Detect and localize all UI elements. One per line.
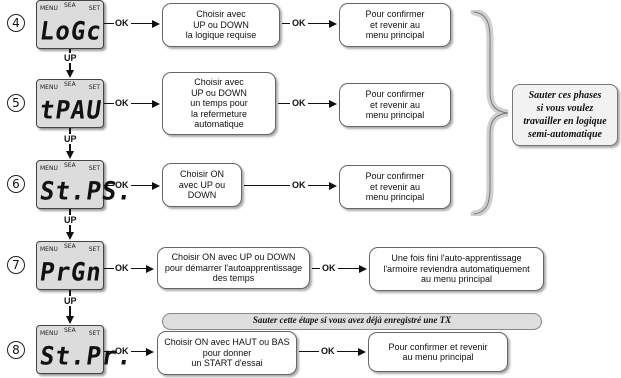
arrow-down-icon: [66, 232, 74, 240]
grouping-brace: [470, 10, 509, 216]
result-box: Pour confirmer et revenir au menu princi…: [339, 3, 451, 47]
connector-line: [308, 185, 330, 187]
arrow-right-icon: [146, 265, 154, 273]
lcd-display: MENU SEA SET St.Pr.: [36, 325, 135, 374]
ok-label: OK: [115, 18, 129, 28]
step-number: 6: [7, 175, 25, 193]
up-label: UP: [64, 134, 77, 144]
up-label: UP: [64, 53, 77, 63]
set-label: SET: [88, 84, 100, 91]
lcd-code: St.PS.: [38, 176, 135, 206]
up-label: UP: [64, 215, 77, 225]
ok-label: OK: [292, 98, 306, 108]
arrow-down-icon: [66, 70, 74, 78]
connector-line: [312, 268, 320, 270]
connector-line: [299, 351, 319, 353]
sea-label: SEA: [64, 162, 76, 169]
result-box: Pour confirmer et revenir au menu princi…: [368, 332, 508, 372]
menu-label: MENU: [40, 5, 58, 12]
connector-line: [131, 268, 147, 270]
arrow-right-icon: [329, 182, 337, 190]
connector-line: [338, 268, 360, 270]
connector-line: [131, 351, 147, 353]
sea-label: SEA: [64, 243, 76, 250]
arrow-down-icon: [66, 151, 74, 159]
arrow-right-icon: [152, 20, 160, 28]
choice-box: Choisir ON avec HAUT ou BAS pour donner …: [157, 331, 297, 375]
lcd-code: LoGc: [38, 16, 104, 46]
connector-line: [278, 103, 290, 105]
ok-label: OK: [115, 263, 129, 273]
lcd-code: tPAU: [38, 95, 104, 125]
lcd-display: MENU SEA SET tPAU: [36, 79, 104, 128]
choice-box: Choisir avec UP ou DOWN la logique requi…: [162, 3, 280, 47]
arrow-right-icon: [152, 100, 160, 108]
step-number: 4: [7, 14, 25, 32]
menu-label: MENU: [40, 330, 58, 337]
connector-line: [337, 351, 359, 353]
set-label: SET: [88, 165, 100, 172]
lcd-display: MENU SEA SET St.PS.: [36, 160, 135, 209]
arrow-right-icon: [359, 265, 367, 273]
result-box: Une fois fini l'auto-apprentissage l'arm…: [369, 247, 544, 291]
step-number: 8: [7, 341, 25, 359]
menu-label: MENU: [40, 84, 58, 91]
connector-line: [308, 103, 330, 105]
arrow-right-icon: [152, 182, 160, 190]
ok-label: OK: [115, 98, 129, 108]
sea-label: SEA: [64, 327, 76, 334]
ok-label: OK: [321, 346, 335, 356]
lcd-display: MENU SEA SET LoGc: [36, 0, 104, 49]
result-box: Pour confirmer et revenir au menu princi…: [339, 165, 451, 209]
ok-label: OK: [292, 18, 306, 28]
connector-line: [131, 103, 153, 105]
arrow-right-icon: [329, 20, 337, 28]
skip-step-banner: Sauter cette étape si vous avez déjà enr…: [162, 313, 542, 330]
choice-box: Choisir avec UP ou DOWN un temps pour la…: [162, 72, 276, 135]
sea-label: SEA: [64, 81, 76, 88]
ok-label: OK: [322, 263, 336, 273]
lcd-code: PrGn: [38, 257, 104, 287]
set-label: SET: [88, 5, 100, 12]
arrow-right-icon: [146, 348, 154, 356]
choice-box: Choisir ON avec UP ou DOWN pour démarrer…: [157, 247, 310, 289]
connector-line: [104, 185, 114, 187]
set-label: SET: [88, 246, 100, 253]
choice-box: Choisir ON avec UP ou DOWN: [162, 163, 242, 207]
step-number: 5: [7, 94, 25, 112]
connector-line: [104, 23, 114, 25]
connector-line: [104, 351, 114, 353]
connector-line: [104, 103, 114, 105]
menu-label: MENU: [40, 246, 58, 253]
connector-line: [282, 23, 290, 25]
lcd-display: MENU SEA SET PrGn: [36, 241, 104, 290]
ok-label: OK: [115, 346, 129, 356]
step-number: 7: [7, 256, 25, 274]
connector-line: [104, 268, 114, 270]
set-label: SET: [88, 330, 100, 337]
ok-label: OK: [115, 180, 129, 190]
up-label: UP: [64, 296, 77, 306]
connector-line: [131, 185, 153, 187]
arrow-down-icon: [66, 316, 74, 324]
menu-label: MENU: [40, 165, 58, 172]
connector-line: [244, 185, 290, 187]
result-box: Pour confirmer et revenir au menu princi…: [339, 83, 451, 127]
connector-line: [308, 23, 330, 25]
connector-line: [131, 23, 153, 25]
skip-phases-note: Sauter ces phases si vous voulez travail…: [512, 84, 618, 146]
lcd-code: St.Pr.: [38, 341, 135, 371]
arrow-right-icon: [358, 348, 366, 356]
ok-label: OK: [292, 180, 306, 190]
sea-label: SEA: [64, 2, 76, 9]
arrow-right-icon: [329, 100, 337, 108]
